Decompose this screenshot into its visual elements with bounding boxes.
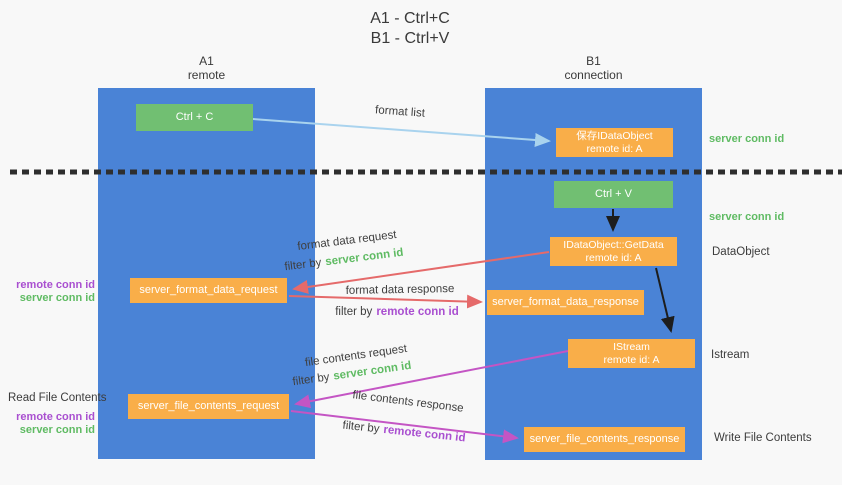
file-contents-request-arrow: [294, 350, 569, 409]
right-column-name: B1: [586, 54, 601, 68]
annotation-dataobject: DataObject: [712, 246, 770, 258]
title-line-1: A1 - Ctrl+C: [370, 10, 450, 27]
remote-conn-id-text: remote conn id: [376, 306, 459, 318]
node-istream-line1: IStream: [613, 340, 650, 353]
annotation-server-conn-id-top: server conn id: [709, 133, 785, 145]
annotation-server-conn-id-mid: server conn id: [709, 211, 785, 223]
node-idataobject-getdata-line2: remote id: A: [585, 251, 642, 264]
node-save-idataobject-line2: remote id: A: [586, 142, 643, 155]
left-column-name: A1: [199, 54, 214, 68]
node-server-format-data-response: server_format_data_response: [487, 290, 644, 315]
format-data-request-arrow: [292, 251, 550, 294]
node-server-format-data-response-label: server_format_data_response: [492, 296, 639, 308]
remote-conn-id-text: remote conn id: [16, 411, 95, 423]
node-server-format-data-request: server_format_data_request: [130, 278, 287, 303]
node-istream: IStream remote id: A: [568, 339, 695, 368]
diagram-title: A1 - Ctrl+C B1 - Ctrl+V: [280, 9, 540, 49]
annotation-conn-ids-format: remote conn id server conn id: [8, 279, 95, 305]
getdata-to-istream-arrow: [655, 267, 675, 333]
node-save-idataobject-line1: 保存IDataObject: [576, 129, 653, 142]
right-column-role: connection: [564, 68, 623, 82]
format-data-response-arrow: [288, 294, 483, 309]
node-server-file-contents-request: server_file_contents_request: [128, 394, 289, 419]
node-ctrl-v: Ctrl + V: [554, 181, 673, 208]
annotation-istream: Istream: [711, 349, 750, 361]
node-save-idataobject: 保存IDataObject remote id: A: [556, 128, 673, 157]
server-conn-id-text: server conn id: [19, 424, 95, 436]
title-line-2: B1 - Ctrl+V: [370, 30, 450, 47]
node-idataobject-getdata-line1: IDataObject::GetData: [563, 238, 664, 251]
node-server-file-contents-response: server_file_contents_response: [524, 427, 685, 452]
node-server-file-contents-response-label: server_file_contents_response: [529, 433, 680, 445]
server-conn-id-text: server conn id: [19, 292, 95, 304]
filter-by-text: filter by: [335, 306, 373, 318]
format-list-arrow: [252, 118, 551, 147]
remote-conn-id-text: remote conn id: [16, 279, 95, 291]
annotation-conn-ids-file: remote conn id server conn id: [8, 411, 95, 437]
node-ctrl-c-label: Ctrl + C: [175, 111, 214, 123]
node-server-format-data-request-label: server_format_data_request: [139, 284, 278, 296]
right-column-header: B1 connection: [485, 54, 702, 82]
node-ctrl-c: Ctrl + C: [136, 104, 253, 131]
node-idataobject-getdata: IDataObject::GetData remote id: A: [550, 237, 677, 266]
left-column-role: remote: [187, 68, 226, 82]
label-format-data-response: format data response: [345, 283, 455, 297]
node-server-file-contents-request-label: server_file_contents_request: [137, 400, 280, 412]
left-column-header: A1 remote: [98, 54, 315, 82]
node-ctrl-v-label: Ctrl + V: [595, 188, 632, 200]
file-contents-response-arrow: [290, 410, 519, 444]
annotation-write-file-contents: Write File Contents: [714, 432, 812, 444]
node-istream-line2: remote id: A: [603, 353, 660, 366]
annotation-read-file-contents: Read File Contents: [8, 392, 107, 404]
